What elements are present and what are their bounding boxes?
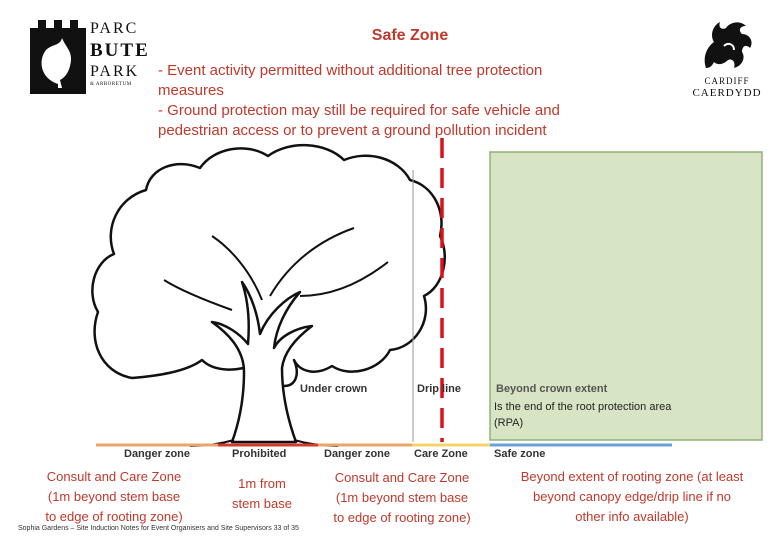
cardiff-logo: CARDIFF CAERDYDD [684, 16, 770, 100]
desc-line: 1m from [238, 476, 286, 491]
note-line: - Ground protection may still be require… [158, 102, 560, 119]
consult-care-zone-right-desc: Consult and Care Zone (1m beyond stem ba… [318, 468, 486, 528]
tree-branch [163, 279, 233, 311]
desc-line: Consult and Care Zone [46, 469, 182, 484]
desc-line: (1m beyond stem base [47, 489, 181, 504]
zone-label-care: Care Zone [414, 448, 468, 460]
desc-line: Beyond extent of rooting zone (at least [520, 469, 744, 484]
desc-line: to edge of rooting zone) [333, 510, 471, 525]
logo-text-cardiff: CARDIFF [704, 76, 750, 86]
tree-branch [211, 235, 263, 301]
one-metre-desc: 1m from stem base [218, 474, 306, 514]
rpa-label-line-1: Is the end of the root protection area [494, 401, 672, 413]
logo-text-park: PARK [90, 63, 140, 80]
rpa-label-line-2: (RPA) [494, 417, 523, 429]
zone-label-prohibited: Prohibited [232, 448, 286, 460]
dragon-icon [704, 22, 752, 68]
zone-label-danger-left: Danger zone [124, 448, 190, 460]
logo-text-parc: PARC [90, 20, 139, 37]
zone-notes: - Event activity permitted without addit… [158, 61, 638, 141]
desc-line: beyond canopy edge/drip line if no [532, 489, 732, 504]
beyond-crown-label: Beyond crown extent [496, 383, 608, 395]
parc-bute-park-logo: PARC BUTE PARK & ARBORETUM [30, 18, 152, 94]
under-crown-label: Under crown [300, 383, 368, 395]
safe-zone-area [489, 151, 763, 441]
logo-text-caerdydd: CAERDYDD [692, 87, 762, 99]
zone-label-safe: Safe zone [494, 448, 545, 460]
desc-line: to edge of rooting zone) [45, 509, 183, 524]
desc-line: other info available) [575, 509, 689, 524]
zone-label-danger-right: Danger zone [324, 448, 390, 460]
note-line: pedestrian access or to prevent a ground… [158, 122, 547, 139]
tree-branch [269, 227, 355, 297]
desc-line: (1m beyond stem base [335, 490, 469, 505]
desc-line: stem base [232, 496, 292, 511]
castle-leaf-icon [30, 20, 86, 94]
page-footer: Sophia Gardens – Site Induction Notes fo… [18, 525, 299, 532]
tree-branch [299, 261, 389, 297]
logo-text-bute: BUTE [90, 40, 150, 61]
tree-trunk [210, 280, 314, 444]
note-line: - Event activity permitted without addit… [158, 62, 543, 79]
note-line: measures [158, 82, 224, 99]
drip-line-label: Drip line [417, 383, 461, 395]
logo-text-arboretum: & ARBORETUM [90, 82, 132, 87]
beyond-rooting-zone-desc: Beyond extent of rooting zone (at least … [500, 467, 764, 527]
consult-care-zone-left-desc: Consult and Care Zone (1m beyond stem ba… [14, 467, 214, 527]
page-title: Safe Zone [371, 27, 449, 44]
desc-line: Consult and Care Zone [334, 470, 470, 485]
